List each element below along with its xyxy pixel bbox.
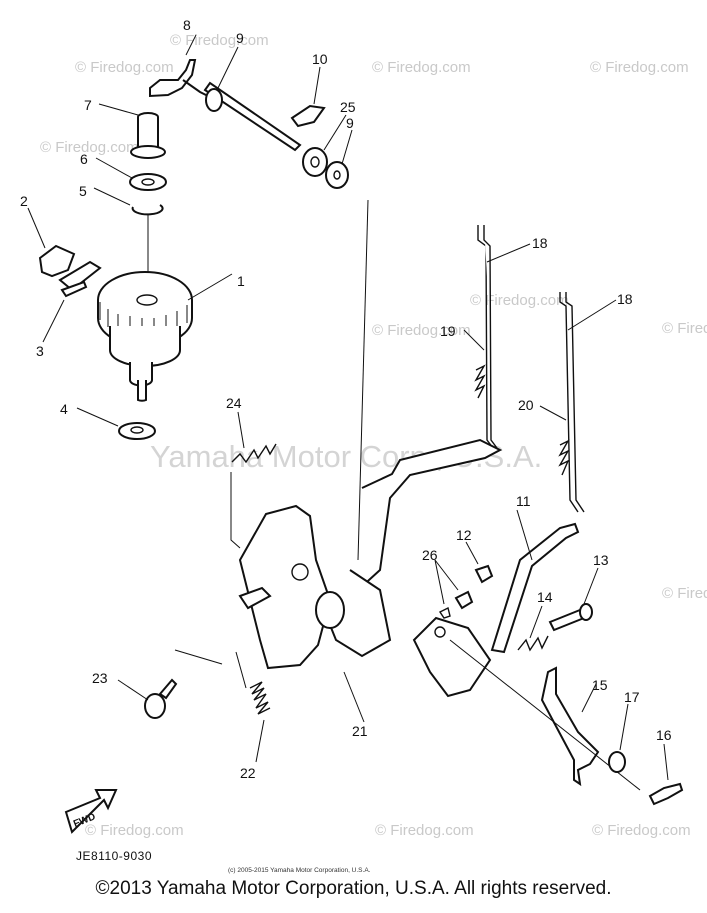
callout-12: 12 <box>456 527 472 543</box>
watermark-site: © Firedog.com <box>662 585 707 602</box>
callout-6: 6 <box>80 151 88 167</box>
part-23-bolt <box>144 649 223 719</box>
part-1-gear <box>97 271 193 402</box>
part-3-pin <box>60 280 88 298</box>
part-13-bolt <box>548 603 593 632</box>
copyright-footer: ©2013 Yamaha Motor Corporation, U.S.A. A… <box>95 878 612 899</box>
callout-11: 11 <box>516 493 531 509</box>
callout-7: 7 <box>84 97 92 113</box>
part-code: JE8110-9030 <box>76 849 152 863</box>
part-11-lever <box>412 522 580 698</box>
watermark-site: © Firedog.com <box>372 322 471 339</box>
watermark-site: © Firedog.com <box>590 59 689 76</box>
small-copyright: (c) 2005-2015 Yamaha Motor Corporation, … <box>228 867 371 874</box>
part-12-screw <box>474 564 494 584</box>
callout-16: 16 <box>656 727 672 743</box>
part-22-spring <box>235 651 271 715</box>
part-21-lever <box>238 438 503 670</box>
part-4-washer <box>118 422 156 440</box>
callout-4: 4 <box>60 401 68 417</box>
callout-17: 17 <box>624 689 640 705</box>
watermark-site: © Firedog.com <box>592 822 691 839</box>
callout-10: 10 <box>312 51 328 67</box>
part-15-bracket <box>540 666 600 787</box>
centerline-shaft <box>357 199 369 561</box>
watermark-site: © Firedog.com <box>85 822 184 839</box>
part-5-clip <box>131 204 164 216</box>
callout-19: 19 <box>440 323 456 339</box>
part-7-pin <box>130 112 166 159</box>
callout-18: 18 <box>617 291 633 307</box>
watermark-site: © Firedog.com <box>662 320 707 337</box>
callout-13: 13 <box>593 552 609 568</box>
watermark-site: © Firedog.com <box>375 822 474 839</box>
callout-9: 9 <box>236 30 244 46</box>
part-2-bracket <box>38 244 102 292</box>
part-9-washer <box>325 161 349 189</box>
callout-25: 25 <box>340 99 356 115</box>
callout-23: 23 <box>92 670 108 686</box>
callout-1: 1 <box>237 273 245 289</box>
part-17-washer <box>608 751 626 773</box>
leader-lines <box>27 34 669 781</box>
part-8-shaft <box>149 59 302 152</box>
callout-2: 2 <box>20 193 28 209</box>
part-18-rod-right <box>558 292 585 513</box>
part-25-collar <box>302 147 328 177</box>
watermark-site: © Firedog.com <box>75 59 174 76</box>
part-26-screw <box>438 590 474 619</box>
watermark-layer: © Firedog.com © Firedog.com © Firedog.co… <box>40 32 707 839</box>
fwd-arrow: FWD <box>64 789 118 834</box>
watermark-site: © Firedog.com <box>170 32 269 49</box>
watermark-site: © Firedog.com <box>372 59 471 76</box>
watermark-site: © Firedog.com <box>40 139 139 156</box>
callout-24: 24 <box>226 395 242 411</box>
part-24-spring <box>230 443 277 549</box>
part-6-washer <box>129 173 167 191</box>
callout-18: 18 <box>532 235 548 251</box>
part-16-screw <box>648 782 684 806</box>
part-14-spring <box>517 635 549 652</box>
callout-26: 26 <box>422 547 438 563</box>
watermark-site: © Firedog.com <box>470 292 569 309</box>
callout-3: 3 <box>36 343 44 359</box>
callout-labels: 1 2 3 4 5 6 7 8 9 10 11 12 13 14 15 16 1… <box>20 17 672 781</box>
callout-5: 5 <box>79 183 87 199</box>
callout-8: 8 <box>183 17 191 33</box>
callout-22: 22 <box>240 765 256 781</box>
callout-14: 14 <box>537 589 553 605</box>
part-18-rod-left <box>474 225 498 449</box>
part-10-clip <box>290 104 326 128</box>
callout-9: 9 <box>346 115 354 131</box>
callout-21: 21 <box>352 723 368 739</box>
callout-15: 15 <box>592 677 608 693</box>
callout-20: 20 <box>518 397 534 413</box>
